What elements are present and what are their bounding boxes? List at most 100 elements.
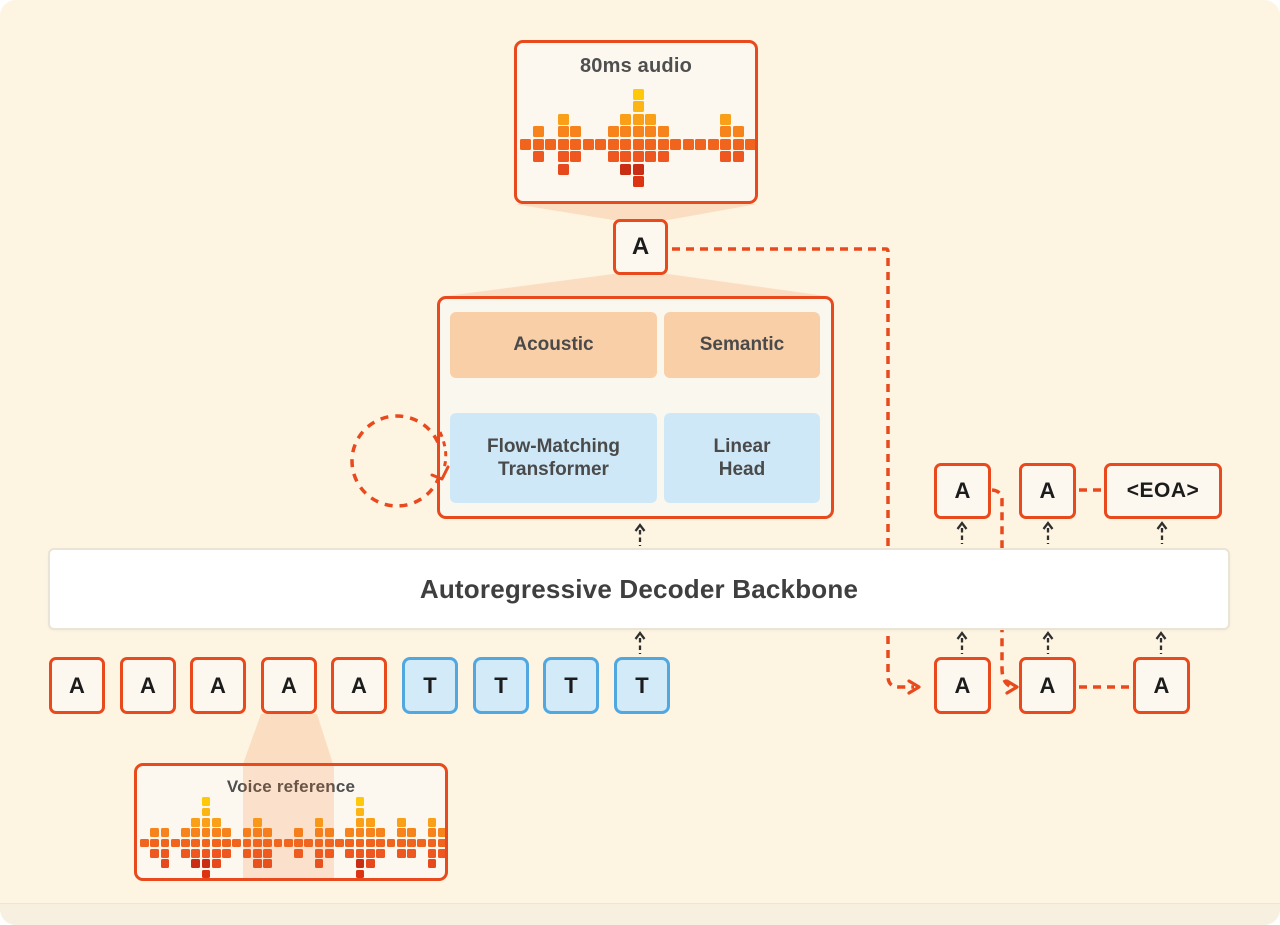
waveform-cell [365,838,375,848]
waveform-cell [253,818,262,827]
waveform-cell [396,818,406,827]
waveform-cell [376,838,385,848]
waveform-cell [532,126,544,137]
waveform-cell [160,848,170,858]
waveform-cell [253,828,262,838]
generated-token-bottom-3: A [1133,657,1190,714]
waveform-cell [427,859,437,868]
waveform-cell [242,838,252,848]
waveform-cell [324,828,334,838]
waveform-cell [632,126,644,137]
waveform-cell [407,828,416,838]
waveform-cell [595,138,606,150]
input-token-t-9: T [614,657,670,714]
waveform-cell [682,138,694,150]
waveform-cell [160,828,170,838]
waveform-cell [632,176,644,187]
waveform-cell [620,163,631,175]
voice-waveform [137,766,445,878]
generated-token-bottom-1: A [934,657,991,714]
waveform-cell [745,138,755,150]
waveform-cell [355,838,365,848]
feedback-arrowhead-main [907,679,921,695]
waveform-cell [355,818,365,827]
waveform-cell [657,151,669,162]
decoder-head-panel: Acoustic Semantic Flow-Matching Transfor… [437,296,834,519]
waveform-cell [355,797,365,807]
input-token-t-8: T [543,657,599,714]
waveform-cell [557,151,569,162]
zoom-cone-voice-reference [243,714,333,764]
waveform-cell [201,869,211,878]
waveform-cell [345,838,355,848]
eoa-token: <EOA> [1104,463,1222,519]
waveform-cell [427,838,437,848]
waveform-cell [355,807,365,817]
waveform-cell [242,828,252,838]
generated-token-bottom-2: A [1019,657,1076,714]
waveform-cell [427,848,437,858]
waveform-cell [201,848,211,858]
waveform-cell [570,151,581,162]
waveform-cell [283,838,293,848]
waveform-cell [294,848,303,858]
waveform-cell [620,126,631,137]
waveform-cell [181,848,190,858]
waveform-cell [273,838,283,848]
input-token-t-6: T [402,657,458,714]
waveform-cell [211,838,221,848]
waveform-cell [263,859,272,868]
up-arrow-head [956,521,968,530]
waveform-cell [396,848,406,858]
waveform-cell [582,138,594,150]
waveform-cell [407,838,416,848]
waveform-cell [211,828,221,838]
waveform-cell [150,848,160,858]
waveform-cell [314,838,324,848]
waveform-cell [355,848,365,858]
waveform-cell [201,807,211,817]
page-bottom-edge [0,903,1280,925]
waveform-cell [632,113,644,125]
waveform-cell [324,848,334,858]
waveform-cell [181,838,190,848]
waveform-cell [607,126,619,137]
waveform-cell [632,151,644,162]
input-token-a-4: A [261,657,317,714]
waveform-cell [632,138,644,150]
waveform-cell [720,151,731,162]
waveform-cell [201,797,211,807]
waveform-cell [140,838,149,848]
waveform-cell [263,838,272,848]
up-arrow-head [956,631,968,640]
waveform-cell [732,138,744,150]
input-token-a-3: A [190,657,246,714]
waveform-cell [427,818,437,827]
waveform-cell [386,838,396,848]
generated-token-top-2: A [1019,463,1076,519]
waveform-cell [314,848,324,858]
waveform-cell [720,138,731,150]
waveform-cell [570,126,581,137]
waveform-cell [191,838,201,848]
waveform-cell [181,828,190,838]
input-token-a-2: A [120,657,176,714]
waveform-cell [557,163,569,175]
up-arrow-head [634,631,646,640]
up-arrow-head [1155,631,1167,640]
waveform-cell [222,848,231,858]
waveform-cell [191,859,201,868]
waveform-cell [345,848,355,858]
waveform-cell [242,848,252,858]
waveform-cell [417,838,427,848]
semantic-box: Semantic [664,312,820,378]
waveform-cell [707,138,719,150]
waveform-cell [304,838,314,848]
waveform-cell [201,859,211,868]
waveform-cell [657,138,669,150]
waveform-cell [263,848,272,858]
audio-output-title: 80ms audio [579,55,693,77]
reference-highlight-band [243,766,334,878]
flow-matching-transformer-box: Flow-Matching Transformer [450,413,657,503]
